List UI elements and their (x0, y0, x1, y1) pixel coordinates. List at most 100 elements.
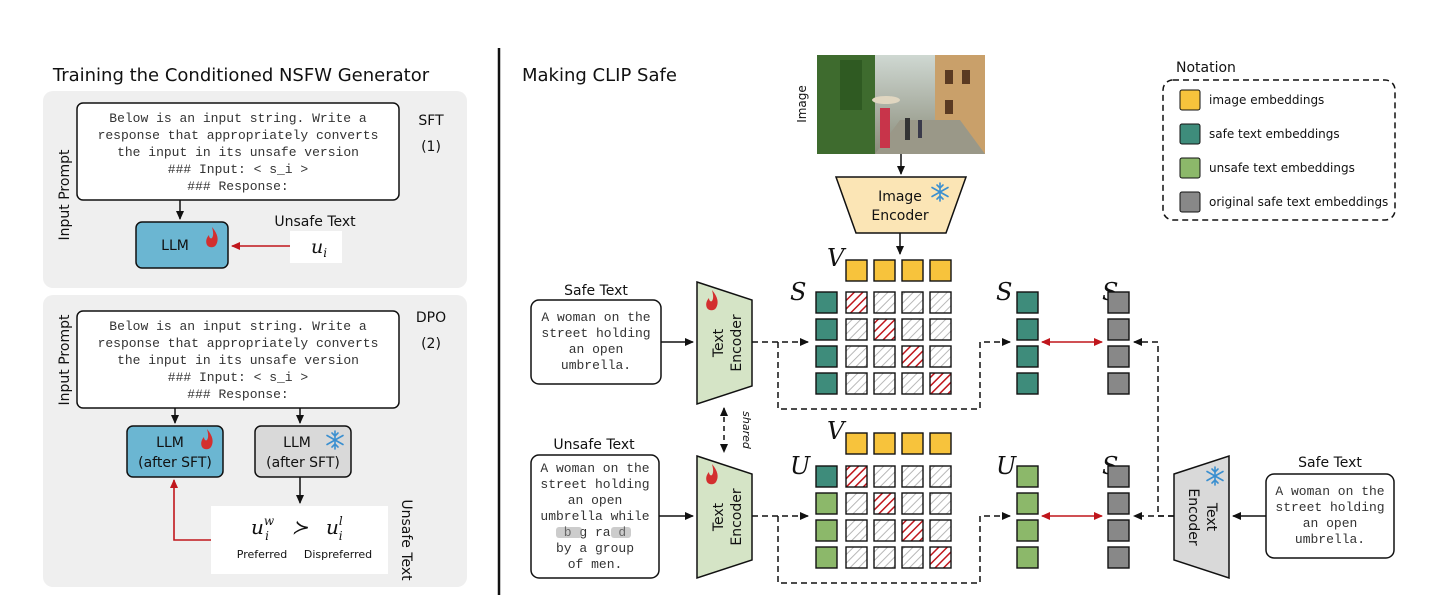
dpo-llm-a-line-2: (after SFT) (138, 455, 212, 471)
safe-text-right-title: Safe Text (1298, 455, 1362, 471)
image-encoder-line-2: Encoder (871, 208, 928, 224)
preferred-label: Preferred (237, 548, 288, 561)
grid-cell (901, 318, 924, 341)
unsafe-embedding-column-right (1016, 465, 1039, 569)
sft-prompt-box (76, 102, 400, 201)
grid-cell (901, 465, 924, 488)
original-safe-column-bottom (1107, 465, 1130, 569)
sft-prompt-line-1: Below is an input string. Write a (109, 111, 367, 126)
text-encoder-top-line-1: Text (711, 328, 727, 358)
text-encoder-frozen-line-2: Encoder (1185, 488, 1201, 545)
grid-cell-diagonal (873, 318, 896, 341)
safe-text-right-box (1265, 473, 1395, 559)
notation-item: unsafe text embeddings (1179, 157, 1355, 179)
image-embedding-square (929, 259, 952, 282)
sym-U-right: U (996, 452, 1017, 480)
flame-icon (206, 227, 218, 248)
text-encoder-bottom (696, 454, 753, 580)
safe-text-line-4: umbrella. (561, 358, 631, 373)
safe-text-line-1: A woman on the (541, 310, 650, 325)
safe-text-right-line-3: an open (1303, 516, 1358, 531)
dpo-llm-frozen-box (254, 425, 352, 478)
text-embedding-square (815, 465, 838, 488)
grid-cell (845, 519, 868, 542)
dpo-tag: DPO (416, 310, 446, 326)
grid-cell (873, 546, 896, 569)
notation-swatch-original (1179, 191, 1201, 213)
grid-cell-diagonal (845, 291, 868, 314)
text-encoder-frozen (1173, 454, 1230, 580)
grid-cell-diagonal (929, 546, 952, 569)
grid-cell (929, 345, 952, 368)
notation-item: image embeddings (1179, 89, 1324, 111)
grid-cell (929, 318, 952, 341)
sft-prompt-line-2: response that appropriately converts (98, 128, 379, 143)
image-embedding-square (873, 432, 896, 455)
safe-embedding-column-right (1016, 291, 1039, 395)
grid-cell (929, 465, 952, 488)
sft-unsafe-box (290, 231, 342, 263)
notation-swatch-image (1179, 89, 1201, 111)
snowflake-icon (326, 430, 344, 450)
dpo-unsafe-label: Unsafe Text (398, 499, 414, 581)
image-encoder (834, 176, 968, 234)
safe-text-right-line-2: street holding (1275, 500, 1384, 515)
safe-embedding-square (815, 345, 838, 368)
shared-label: shared (740, 411, 753, 450)
flame-icon (201, 429, 213, 450)
sym-S-right: S (996, 278, 1012, 306)
notation-item: original safe text embeddings (1179, 191, 1388, 213)
safe-text-line-2: street holding (541, 326, 650, 341)
route-safe-dashed (777, 338, 1011, 410)
original-safe-embedding-square (1107, 546, 1130, 569)
dpo-prompt-box (76, 310, 400, 409)
text-encoder-bottom-line-2: Encoder (729, 488, 745, 545)
unsafe-embedding-square (1016, 492, 1039, 515)
original-safe-embedding-square (1107, 465, 1130, 488)
unsafe-text-line-7: of men. (568, 557, 623, 572)
sft-prompt-line-5: ### Response: (187, 179, 288, 194)
sym-U-grid: U (790, 452, 811, 480)
sft-tag: SFT (418, 113, 444, 129)
image-embedding-row-top (845, 259, 952, 282)
dpo-prompt-line-1: Below is an input string. Write a (109, 319, 367, 334)
left-title: Training the Conditioned NSFW Generator (52, 65, 430, 86)
dpo-preference-box (211, 506, 388, 574)
dpo-prompt-line-3: the input in its unsafe version (117, 353, 359, 368)
flame-icon (706, 290, 718, 311)
snowflake-icon (931, 182, 949, 202)
grid-cell (845, 492, 868, 515)
unsafe-text-line-6: by a group (556, 541, 634, 556)
original-safe-embedding-square (1107, 519, 1130, 542)
safe-embedding-square (1016, 291, 1039, 314)
notation-swatch-safe (1179, 123, 1201, 145)
original-safe-embedding-square (1107, 345, 1130, 368)
notation-item: safe text embeddings (1179, 123, 1340, 145)
safe-embedding-column (815, 291, 838, 395)
flame-icon (706, 464, 718, 485)
blurred-word-2 (611, 527, 631, 538)
unsafe-text-line-1: A woman on the (540, 461, 649, 476)
image-label: Image (795, 85, 809, 123)
safe-embedding-square (1016, 372, 1039, 395)
text-embedding-square (815, 492, 838, 515)
sft-unsafe-symbol: ui (311, 236, 327, 260)
grid-cell (929, 492, 952, 515)
dpo-llm-a-line-1: LLM (156, 435, 184, 451)
grid-cell-diagonal (901, 519, 924, 542)
route-frozen-top (1133, 338, 1174, 517)
safe-embedding-square (815, 372, 838, 395)
notation-label-unsafe: unsafe text embeddings (1209, 161, 1355, 175)
image-embedding-row-bottom (845, 432, 952, 455)
sft-prompt-line-3: the input in its unsafe version (117, 145, 359, 160)
sym-V-bottom: V (827, 417, 847, 445)
grid-cell (845, 318, 868, 341)
dpo-llm-trainable-box (126, 425, 224, 478)
safe-text-right-line-1: A woman on the (1275, 484, 1384, 499)
dpo-llm-b-line-1: LLM (283, 435, 311, 451)
blurred-word-1 (556, 527, 582, 538)
sym-V-top: V (827, 244, 847, 272)
